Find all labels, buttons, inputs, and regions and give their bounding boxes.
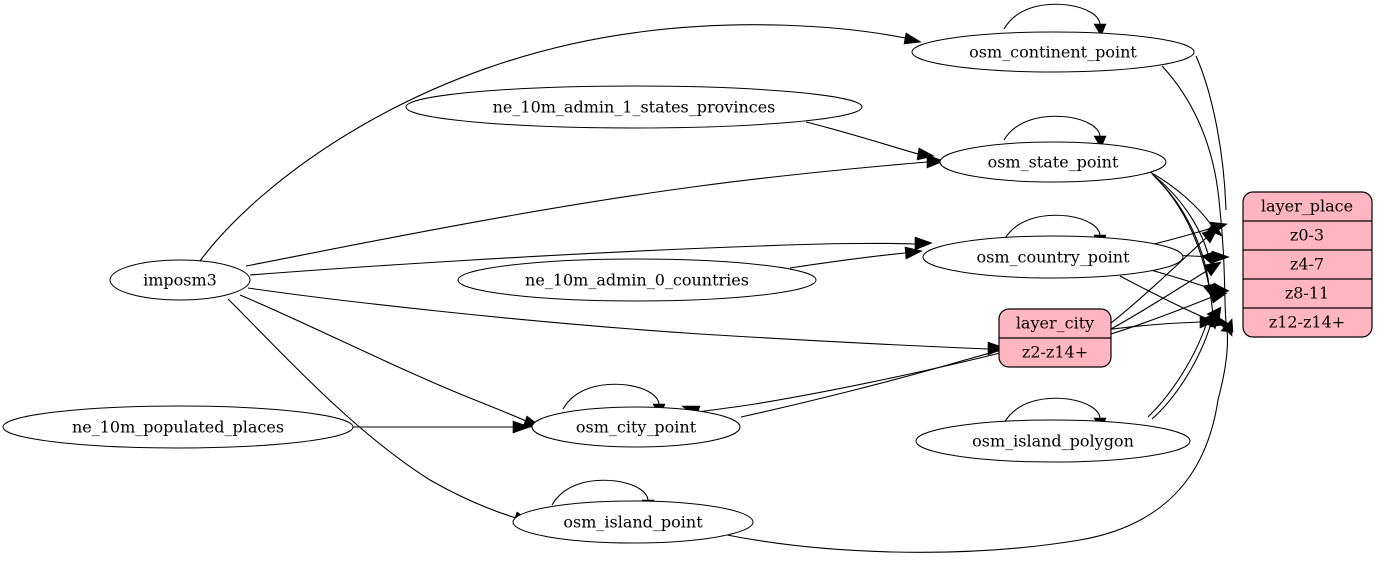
edge-imposm3-to-osm_city_point: [239, 294, 542, 428]
node-osm_continent_point-label: osm_continent_point: [969, 43, 1137, 62]
edge-osm_country_point-to-layer_place-row3: [1139, 266, 1230, 296]
edge-ne_10m_populated_places-to-osm_city_point: [352, 420, 531, 434]
node-osm_country_point[interactable]: osm_country_point: [922, 235, 1184, 279]
edge-ne_10m_admin_1_states_provinces-to-osm_state_point: [805, 121, 935, 161]
table-layer_place[interactable]: layer_place z0-3 z4-7 z8-11 z12-z14+: [1242, 191, 1373, 338]
table-layer_place-row-z8-11: z8-11: [1285, 284, 1329, 303]
edge-imposm3-to-osm_continent_point: [199, 24, 922, 262]
node-ne_10m_admin_0_countries[interactable]: ne_10m_admin_0_countries: [457, 258, 817, 302]
table-layer_city-title: layer_city: [1016, 314, 1094, 333]
table-layer_place-row-z12-z14plus: z12-z14+: [1269, 313, 1345, 332]
node-ne_10m_admin_0_countries-label: ne_10m_admin_0_countries: [525, 271, 749, 290]
node-osm_city_point-label: osm_city_point: [576, 418, 697, 437]
edge-imposm3-to-osm_country_point: [249, 236, 933, 276]
table-layer_place-row-z4-7: z4-7: [1290, 255, 1324, 274]
node-osm_island_point-label: osm_island_point: [563, 513, 703, 532]
edge-ne_10m_admin_0_countries-to-osm_country_point: [789, 246, 923, 269]
node-osm_island_polygon-label: osm_island_polygon: [972, 432, 1134, 451]
table-layer_city-row-z2-z14plus: z2-z14+: [1022, 343, 1088, 362]
table-layer_place-row-z0-3: z0-3: [1290, 226, 1324, 245]
edge-osm_city_point-to-layer_place: [740, 315, 1218, 418]
edge-layer_city-to-layer_place-row1: [1110, 227, 1219, 324]
table-layer_place-title: layer_place: [1261, 197, 1353, 216]
node-ne_10m_populated_places-label: ne_10m_populated_places: [72, 418, 284, 437]
node-osm_state_point-label: osm_state_point: [988, 153, 1119, 172]
node-osm_island_point[interactable]: osm_island_point: [512, 500, 754, 544]
edge-osm_island_polygon-to-layer_place-b: [1151, 306, 1222, 420]
node-osm_city_point[interactable]: osm_city_point: [531, 406, 741, 448]
edge-osm_state_point-self-loop: [1003, 115, 1107, 149]
edge-osm_island_polygon-to-layer_place-a: [1147, 312, 1216, 418]
node-ne_10m_admin_1_states_provinces[interactable]: ne_10m_admin_1_states_provinces: [405, 85, 863, 129]
edge-layer_city-to-layer_place-row2: [1110, 261, 1222, 330]
node-osm_state_point[interactable]: osm_state_point: [939, 141, 1167, 183]
tables-layer: layer_city z2-z14+ layer_place z0-3 z4-7…: [998, 191, 1373, 368]
table-layer_city[interactable]: layer_city z2-z14+: [998, 308, 1112, 368]
node-imposm3-label: imposm3: [143, 271, 217, 290]
node-ne_10m_populated_places[interactable]: ne_10m_populated_places: [2, 405, 354, 449]
node-imposm3[interactable]: imposm3: [109, 259, 251, 301]
node-osm_country_point-label: osm_country_point: [976, 248, 1130, 267]
edge-osm_continent_point-self-loop: [1003, 3, 1107, 37]
edge-imposm3-to-osm_state_point: [245, 154, 945, 267]
nodes-layer: imposm3 ne_10m_admin_1_states_provinces …: [2, 31, 1195, 544]
edge-layer_city-to-osm_city_point: [681, 352, 1001, 418]
node-osm_island_polygon[interactable]: osm_island_polygon: [915, 419, 1191, 463]
node-ne_10m_admin_1_states_provinces-label: ne_10m_admin_1_states_provinces: [493, 98, 776, 117]
edges-layer: [199, 3, 1234, 553]
edge-osm_continent_point-right-rail: [1195, 55, 1227, 211]
edge-layer_city-to-layer_place-row3: [1110, 290, 1228, 335]
edge-osm_island_point-to-layer_place: [721, 318, 1234, 553]
node-osm_continent_point[interactable]: osm_continent_point: [911, 31, 1195, 73]
